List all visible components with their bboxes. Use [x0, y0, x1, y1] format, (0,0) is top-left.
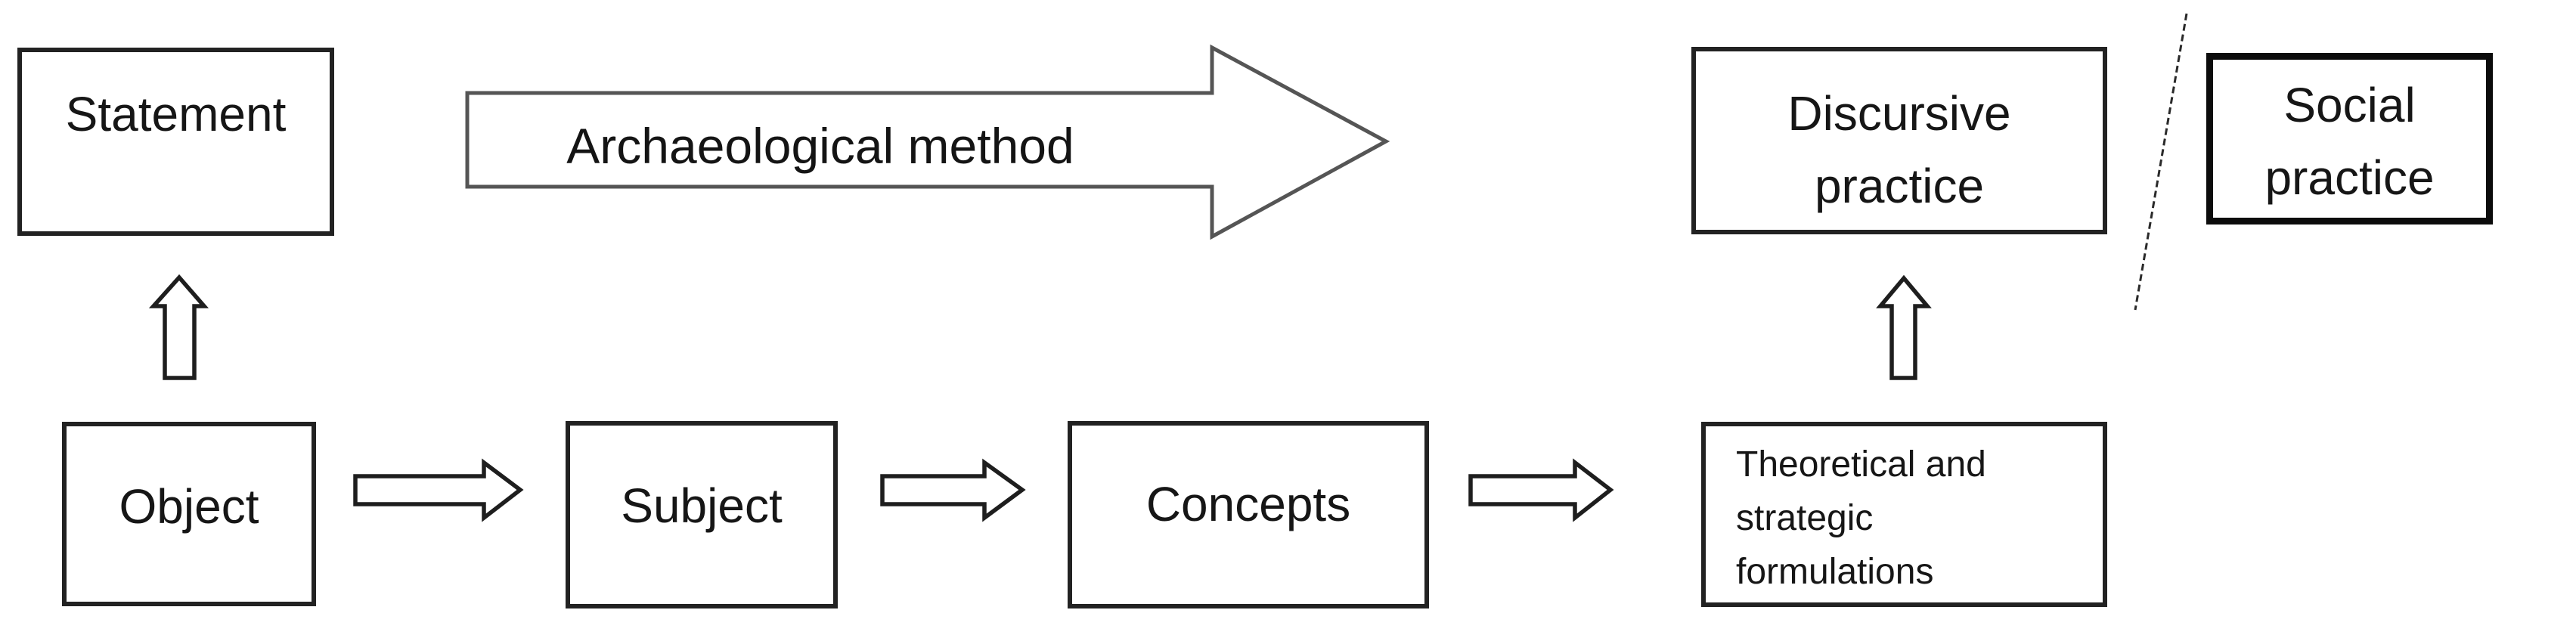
- right-arrow-icon: [880, 458, 1026, 522]
- archaeological-method-label: Archaeological method: [566, 118, 1074, 174]
- right-arrow-icon: [1468, 458, 1614, 522]
- box-concepts-label: Concepts: [1145, 477, 1351, 531]
- block-arrow-right-icon: [465, 44, 1390, 240]
- up-arrow-icon: [148, 274, 209, 380]
- box-statement-label: Statement: [65, 86, 287, 141]
- box-theoretical-label: Theoretical and strategic formulations: [1736, 444, 1986, 592]
- box-object-label: Object: [119, 479, 259, 534]
- box-object: Object: [62, 422, 316, 606]
- up-arrow-icon: [1876, 274, 1932, 380]
- box-social-label: Social practice: [2264, 78, 2435, 205]
- box-discursive-practice: Discursive practice: [1691, 47, 2107, 234]
- box-subject: Subject: [566, 421, 838, 608]
- right-arrow-icon: [353, 458, 524, 522]
- box-theoretical-strategic-formulations: Theoretical and strategic formulations: [1701, 422, 2107, 607]
- box-statement: Statement: [17, 48, 334, 236]
- box-subject-label: Subject: [621, 478, 783, 533]
- box-discursive-label: Discursive practice: [1787, 86, 2011, 213]
- diagonal-divider-line: [2134, 13, 2188, 311]
- box-concepts: Concepts: [1068, 421, 1429, 608]
- box-social-practice: Social practice: [2206, 53, 2493, 225]
